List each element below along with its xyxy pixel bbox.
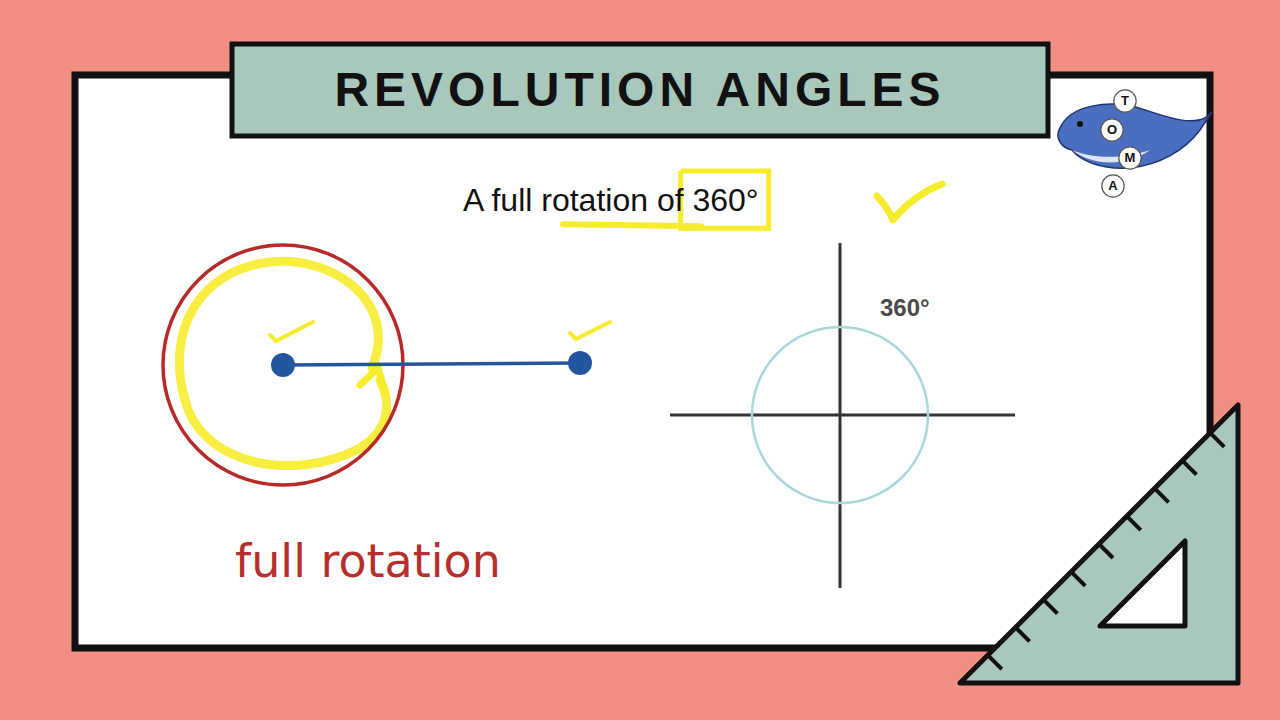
ruler-ticks	[988, 433, 1224, 669]
title: REVOLUTION ANGLES	[334, 64, 945, 117]
subtitle: A full rotation of 360°	[463, 183, 759, 218]
ray	[283, 363, 580, 365]
tick-mark	[270, 322, 313, 341]
logo-badge	[1114, 90, 1136, 112]
logo-badge	[1102, 175, 1124, 197]
ruler-tick	[1127, 516, 1141, 530]
highlight-box	[681, 171, 769, 228]
tick-mark	[570, 322, 610, 339]
ruler-tick	[1016, 627, 1030, 641]
highlight-underline	[563, 224, 701, 226]
ruler-tick	[1099, 544, 1113, 558]
ruler-tick	[1155, 488, 1169, 502]
title-banner	[232, 44, 1048, 136]
white-panel	[75, 75, 1210, 648]
ruler-tick	[1210, 433, 1224, 447]
angle-label: 360°	[880, 295, 930, 321]
check-mark	[877, 184, 942, 220]
set-square	[960, 405, 1238, 683]
logo-badge	[1119, 147, 1141, 169]
handwritten-label: full rotation	[235, 536, 501, 587]
ruler-tick	[1043, 600, 1057, 614]
angle-circle	[752, 327, 928, 503]
logo-letter: M	[1125, 151, 1136, 165]
ruler-tick	[1182, 461, 1196, 475]
x-axis	[670, 414, 1015, 417]
logo-letter: T	[1121, 94, 1129, 108]
ruler-tick	[1071, 572, 1085, 586]
vertex-dot	[271, 353, 295, 377]
logo-letter: A	[1108, 179, 1117, 193]
logo-letter: O	[1107, 123, 1117, 137]
ruler-tick	[988, 655, 1002, 669]
end-dot	[568, 351, 592, 375]
highlight-arrow	[360, 368, 385, 392]
logo-badge	[1101, 119, 1123, 141]
